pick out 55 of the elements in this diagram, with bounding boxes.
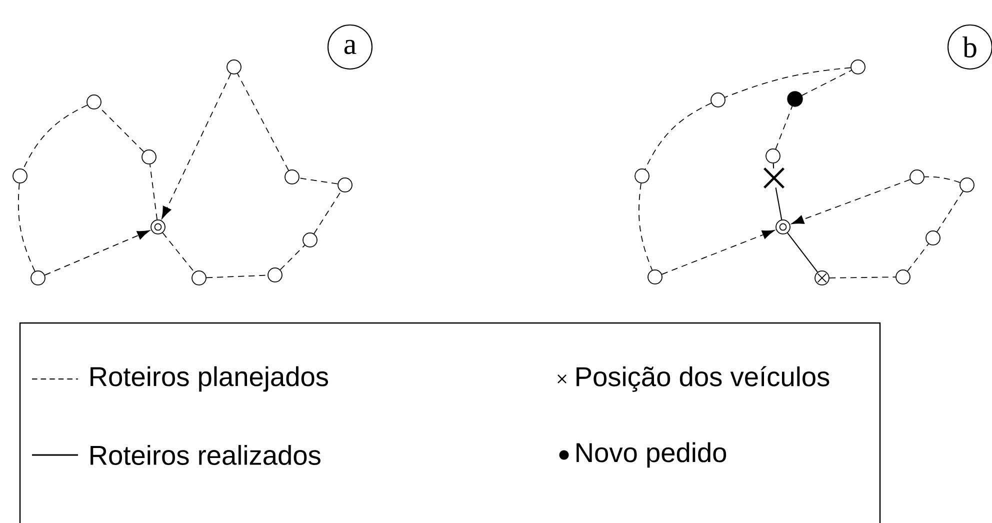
stop-circle	[284, 170, 300, 184]
dashed-route-line	[907, 243, 929, 272]
stop-circle	[12, 168, 28, 184]
stop-circle	[634, 168, 650, 184]
route-line	[775, 188, 782, 220]
dashed-route-line	[280, 244, 306, 270]
stop-circle	[926, 230, 940, 246]
stop-circle	[766, 148, 780, 164]
stop-circle	[192, 270, 206, 286]
dashed-route-line	[237, 73, 289, 171]
arrow	[162, 73, 232, 219]
stop-circle	[710, 92, 726, 108]
stop-circle	[302, 232, 318, 248]
stop-circle	[142, 150, 156, 164]
dashed-route-line	[638, 182, 653, 271]
legend-text: Posição dos veículos	[576, 366, 830, 392]
dashed-route-line	[18, 182, 36, 272]
stop-circle	[30, 270, 46, 286]
stop-circle	[850, 60, 866, 74]
dashed-route-line	[206, 274, 268, 278]
dashed-route-line	[802, 70, 852, 96]
legend-text: Roteiros realizados	[90, 444, 320, 465]
filled-dot	[787, 91, 803, 107]
dashed-route-line	[924, 176, 960, 183]
depot-circle	[776, 220, 790, 234]
dashed-route-line	[936, 190, 964, 232]
stop-circle	[86, 94, 102, 110]
legend-text: Roteiros planejados	[90, 366, 328, 392]
panel-label: a	[327, 24, 373, 70]
route-line	[787, 232, 818, 272]
vehicle-cross	[763, 167, 785, 189]
panel-label: b	[947, 24, 992, 70]
stop-circle	[896, 270, 910, 284]
crossed-circle	[814, 270, 830, 286]
dashed-route-line	[298, 178, 338, 184]
stop-circle	[648, 270, 662, 284]
route-line	[772, 163, 774, 168]
dashed-route-line	[644, 102, 712, 170]
stop-circle	[910, 170, 924, 184]
stop-circle	[268, 268, 282, 282]
dashed-route-line	[150, 164, 158, 220]
dashed-route-line	[162, 232, 195, 273]
dashed-route-line	[314, 190, 342, 234]
arrow	[44, 230, 150, 276]
dashed-route-line	[22, 104, 88, 170]
stop-circle	[226, 60, 242, 74]
dashed-route-line	[724, 67, 852, 98]
arrow	[791, 179, 910, 224]
dashed-route-line	[775, 106, 793, 150]
stop-circle	[338, 178, 352, 192]
dashed-route-line	[829, 276, 896, 278]
legend-text: Novo pedido	[576, 442, 726, 468]
stop-circle	[960, 178, 974, 192]
arrow	[662, 230, 775, 275]
depot-circle	[150, 220, 166, 234]
